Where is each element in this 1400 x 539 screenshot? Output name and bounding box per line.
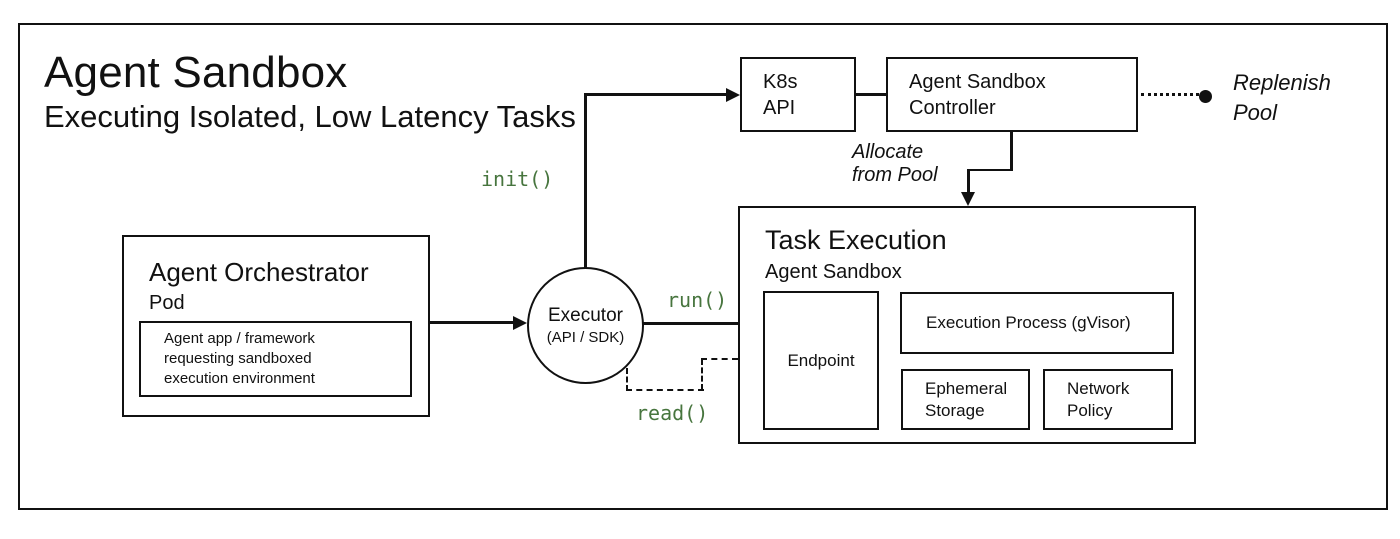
allocate-line-vertical-1 [1010, 132, 1013, 171]
replenish-pool-dot [1199, 90, 1212, 103]
network-policy-box: Network Policy [1043, 369, 1173, 430]
replenish-pool-label: Replenish Pool [1233, 70, 1331, 125]
allocate-from-pool-label: Allocate from Pool [852, 141, 938, 186]
agent-app-note: Agent app / framework requesting sandbox… [164, 330, 315, 387]
execution-process-label: Execution Process (gVisor) [926, 313, 1131, 332]
ephemeral-storage-label: Ephemeral Storage [925, 378, 1008, 420]
diagram-subtitle: Executing Isolated, Low Latency Tasks [44, 99, 576, 134]
init-line-horizontal [584, 93, 728, 96]
execution-process-box: Execution Process (gVisor) [900, 292, 1174, 354]
agent-orchestrator-subtitle: Pod [149, 292, 185, 314]
task-execution-box: Task Execution Agent Sandbox Endpoint Ex… [738, 206, 1196, 444]
read-dashed-vertical-2 [701, 359, 703, 390]
ephemeral-storage-box: Ephemeral Storage [901, 369, 1030, 430]
agent-orchestrator-box: Agent Orchestrator Pod Agent app / frame… [122, 235, 430, 417]
executor-subtitle: (API / SDK) [546, 329, 625, 346]
read-call-label: read() [636, 401, 709, 425]
run-call-label: run() [667, 288, 728, 312]
task-execution-subtitle: Agent Sandbox [765, 261, 902, 283]
allocate-line-horizontal [967, 168, 1012, 171]
allocate-line-vertical-2 [967, 169, 970, 194]
k8s-controller-connector [855, 93, 887, 96]
orchestrator-executor-arrowhead-icon [513, 315, 527, 330]
init-arrowhead-icon [726, 87, 740, 102]
diagram-title: Agent Sandbox [44, 48, 348, 97]
executor-title: Executor [548, 305, 623, 326]
read-dashed-vertical-1 [626, 368, 628, 391]
read-dashed-horizontal-2 [701, 358, 738, 360]
network-policy-label: Network Policy [1067, 378, 1130, 420]
allocate-arrowhead-icon [961, 192, 975, 206]
endpoint-label: Endpoint [787, 350, 855, 370]
agent-app-box: Agent app / framework requesting sandbox… [139, 321, 412, 397]
endpoint-box: Endpoint [763, 291, 879, 430]
agent-sandbox-controller-label: Agent Sandbox Controller [909, 70, 1046, 119]
read-dashed-horizontal-1 [626, 389, 704, 391]
init-call-label: init() [481, 167, 554, 191]
replenish-dotted-line [1141, 93, 1199, 96]
executor-circle: Executor (API / SDK) [527, 267, 644, 384]
k8s-api-label: K8s API [763, 70, 798, 119]
task-execution-title: Task Execution [765, 225, 947, 255]
run-line [643, 322, 738, 325]
orchestrator-executor-line [430, 321, 516, 324]
init-line-vertical [584, 94, 587, 268]
agent-orchestrator-title: Agent Orchestrator [149, 257, 369, 287]
agent-sandbox-controller-box: Agent Sandbox Controller [886, 57, 1138, 132]
k8s-api-box: K8s API [740, 57, 856, 132]
